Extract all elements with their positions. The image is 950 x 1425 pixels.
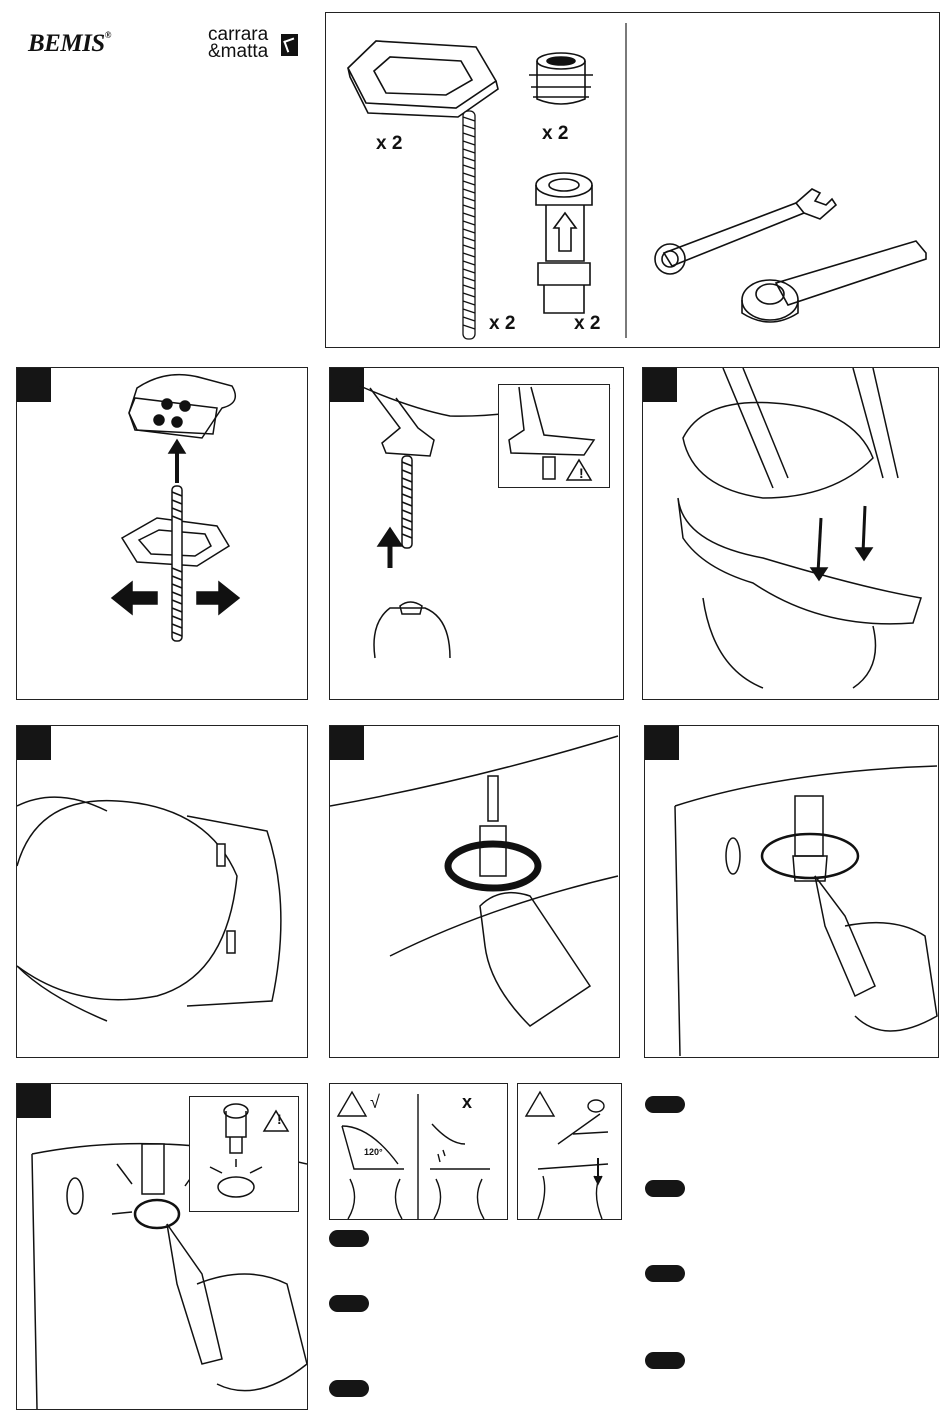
step-3-panel — [642, 367, 939, 700]
language-marker — [329, 1380, 369, 1397]
language-marker — [645, 1096, 685, 1113]
warning-icon: ! — [579, 465, 584, 481]
bolt-insert-illustration — [17, 368, 307, 698]
step-1-panel — [16, 367, 308, 700]
anchor-qty-label: x 2 — [574, 313, 600, 335]
ring-icon — [348, 41, 498, 117]
carrara-matta-logo: carrara &matta — [208, 26, 268, 60]
cross-mark: x — [462, 1092, 472, 1113]
anchor-icon — [536, 173, 592, 313]
adapter-qty-label: x 2 — [542, 123, 568, 145]
seat-angle-illustration — [330, 1084, 507, 1219]
threaded-rod-icon — [463, 111, 475, 339]
parts-drawing — [326, 13, 941, 349]
ring-qty-label: x 2 — [376, 133, 402, 155]
language-marker — [329, 1295, 369, 1312]
usage-close-panel — [517, 1083, 622, 1220]
language-marker — [645, 1180, 685, 1197]
step-5-panel — [329, 725, 620, 1058]
angle-label: 120° — [364, 1147, 383, 1157]
seat-lift-illustration — [17, 726, 307, 1056]
step-6-panel — [644, 725, 939, 1058]
step-4-panel — [16, 725, 308, 1058]
unicorn-logo-icon — [281, 34, 298, 56]
language-marker — [645, 1265, 685, 1282]
warning-icon: ! — [277, 1111, 282, 1127]
language-marker — [329, 1230, 369, 1247]
step-2-panel: ! — [329, 367, 624, 700]
language-marker — [645, 1352, 685, 1369]
rod-qty-label: x 2 — [489, 313, 515, 335]
bemis-logo: BEMIS® — [28, 30, 111, 58]
step-7-panel: ! — [16, 1083, 308, 1410]
seat-place-illustration — [643, 368, 938, 698]
warning-inset: ! — [498, 384, 610, 488]
adapter-icon — [529, 53, 593, 104]
anchor-turn-illustration — [330, 726, 619, 1056]
nut-tighten-illustration — [645, 726, 938, 1056]
usage-angle-panel: 120° √ x — [329, 1083, 508, 1220]
seat-close-illustration — [518, 1084, 621, 1219]
combination-wrench-icon — [655, 189, 836, 274]
check-mark: √ — [370, 1092, 380, 1113]
warning-inset: ! — [189, 1096, 299, 1212]
parts-tools-panel: x 2 x 2 x 2 x 2 — [325, 12, 940, 348]
socket-wrench-icon — [742, 241, 926, 322]
